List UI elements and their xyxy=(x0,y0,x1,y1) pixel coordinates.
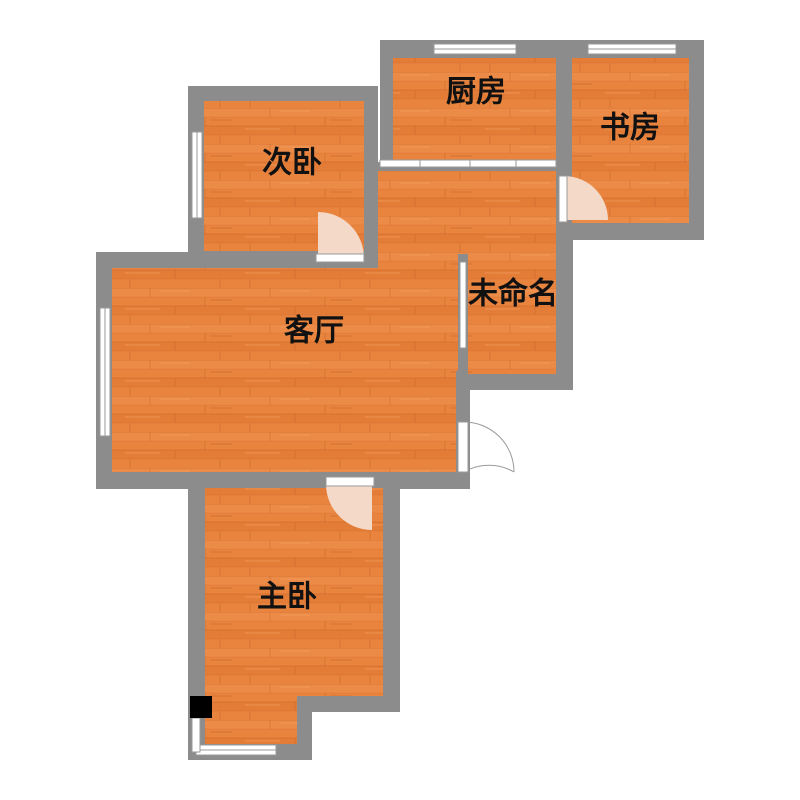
pillar-icon xyxy=(190,696,212,718)
door-swing-icon xyxy=(315,212,365,263)
window-icon xyxy=(191,131,203,219)
door-swing-icon xyxy=(459,261,467,349)
room-label-living-room: 客厅 xyxy=(284,314,344,349)
room-labels: 厨房 书房 次卧 客厅 未命名 主卧 xyxy=(257,75,660,615)
window-icon xyxy=(433,43,517,55)
window-icon xyxy=(587,43,677,55)
door-swing-icon xyxy=(325,476,375,530)
doors xyxy=(315,175,608,530)
floor-unnamed xyxy=(468,238,556,374)
window-icon xyxy=(195,744,277,756)
room-label-kitchen: 厨房 xyxy=(446,75,506,110)
floor-kitchen xyxy=(393,58,556,166)
room-label-master-bedroom: 主卧 xyxy=(257,580,317,615)
door-swing-icon xyxy=(457,421,515,473)
room-label-unnamed: 未命名 xyxy=(468,277,558,312)
window-icon xyxy=(379,159,557,168)
floor-living xyxy=(112,268,456,472)
room-label-study: 书房 xyxy=(600,111,660,146)
floors xyxy=(112,58,689,744)
windows xyxy=(99,43,677,756)
room-label-second-bedroom: 次卧 xyxy=(262,146,322,181)
floor-master-lower xyxy=(205,690,297,744)
door-swing-icon xyxy=(558,175,608,223)
window-icon xyxy=(191,717,201,753)
window-icon xyxy=(99,307,111,437)
